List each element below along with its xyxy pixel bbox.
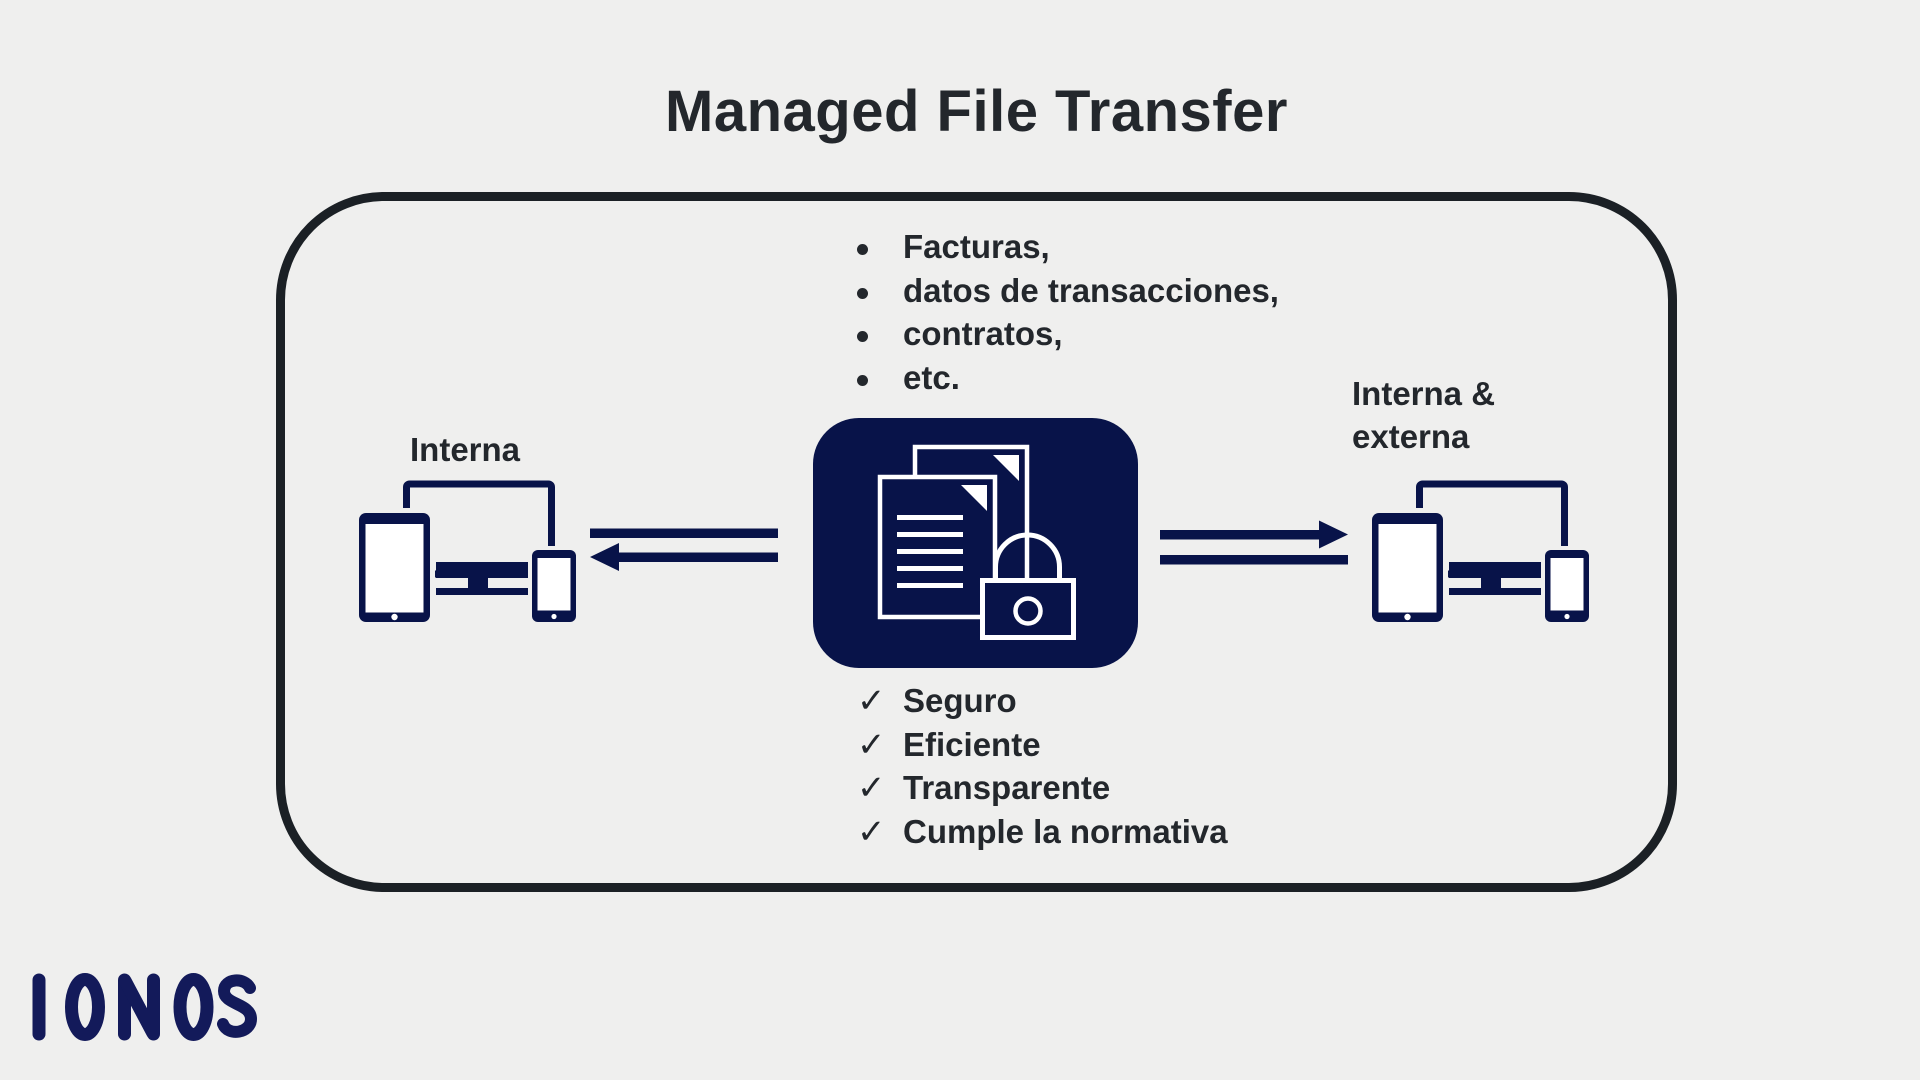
bullet-icon [857, 331, 868, 343]
list-item: ✓Transparente [857, 769, 1111, 807]
ionos-logo: IONOS [30, 973, 262, 1041]
list-item: ✓Cumple la normativa [857, 812, 1228, 851]
managed-file-transfer-tile [813, 418, 1138, 668]
documents-padlock-icon [877, 444, 1076, 640]
diagram-frame [276, 192, 1677, 892]
check-icon: ✓ [857, 769, 886, 807]
check-icon: ✓ [857, 682, 886, 720]
benefits-list: ✓Seguro ✓Eficiente ✓Transparente ✓Cumple… [857, 681, 1228, 855]
right-group-label-line2: externa [1352, 418, 1470, 455]
page-title: Managed File Transfer [665, 79, 1288, 144]
documents-list: Facturas, datos de transacciones, contra… [857, 228, 1279, 402]
list-item: contratos, [857, 315, 1279, 359]
left-group-label: Interna [410, 431, 521, 468]
check-icon: ✓ [857, 812, 886, 851]
right-group-label-line1: Interna & [1352, 375, 1496, 412]
transfer-arrow-left-icon [590, 528, 778, 571]
list-item: Facturas, [857, 228, 1279, 272]
bullet-icon [857, 287, 868, 299]
devices-icon [1370, 477, 1592, 627]
devices-icon [357, 477, 579, 627]
right-group-label: Interna & externa [1352, 372, 1495, 458]
ionos-logo-icon [32, 973, 258, 1041]
list-item: etc. [857, 359, 1279, 403]
list-item: datos de transacciones, [857, 272, 1279, 316]
check-icon: ✓ [857, 725, 886, 764]
bullet-icon [857, 244, 868, 256]
transfer-arrow-right-icon [1160, 520, 1348, 565]
list-item: ✓Seguro [857, 682, 1017, 720]
list-item: ✓Eficiente [857, 725, 1041, 764]
bullet-icon [857, 374, 868, 386]
